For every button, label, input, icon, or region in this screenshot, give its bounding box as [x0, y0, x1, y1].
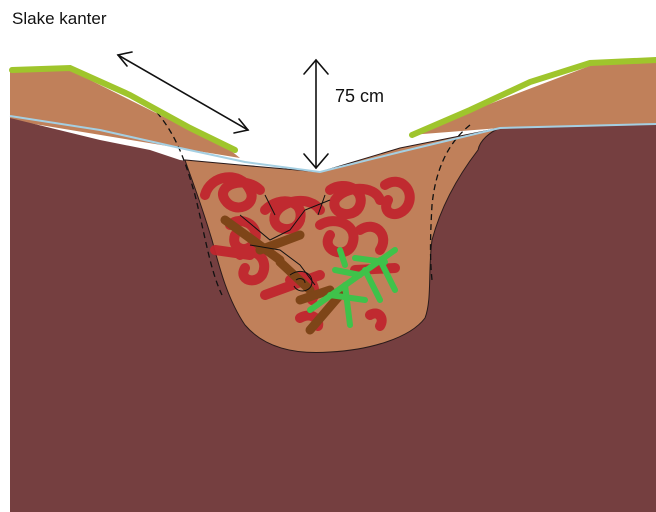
sloped-edges-label: Slake kanter [12, 9, 107, 29]
depth-arrow [304, 60, 328, 168]
depth-label: 75 cm [335, 86, 384, 107]
topsoil-right [410, 58, 656, 135]
